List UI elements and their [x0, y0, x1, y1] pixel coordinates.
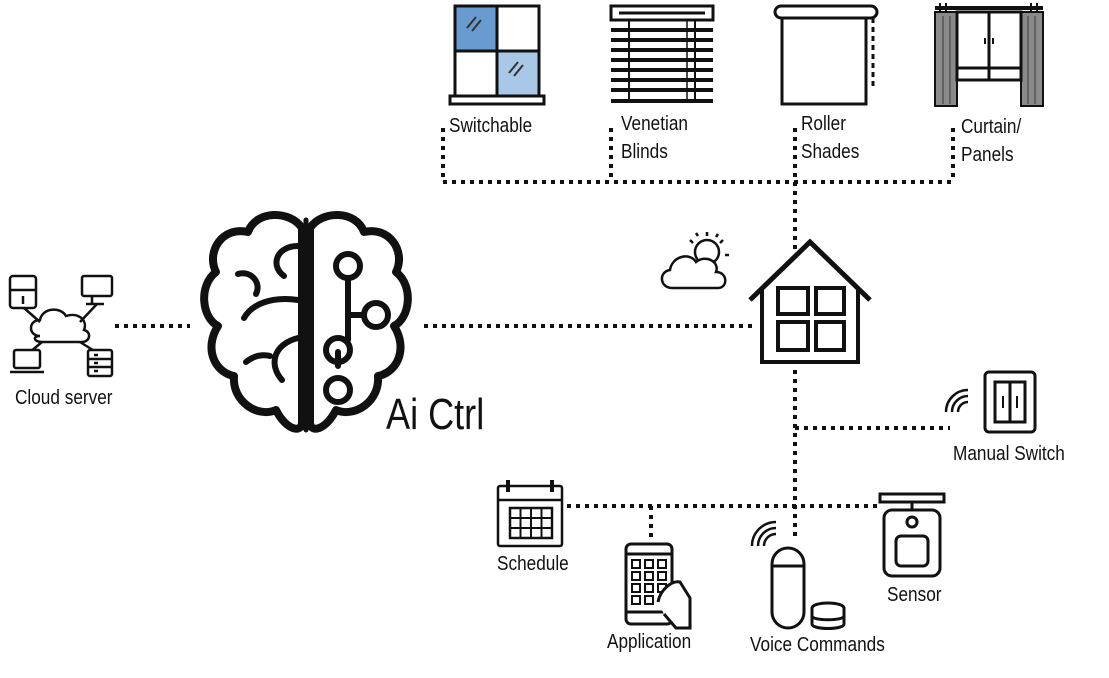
cloud-network-icon	[8, 274, 114, 378]
label-cloud-server: Cloud server	[15, 387, 113, 409]
label-roller-shades: Roller Shades	[801, 113, 860, 163]
switchable-glass-window-icon	[448, 4, 546, 106]
smart-speaker-icon	[750, 520, 846, 630]
connector-lines	[115, 128, 955, 540]
smartphone-app-icon	[624, 542, 692, 630]
label-venetian-blinds: Venetian Blinds	[621, 113, 688, 163]
wall-switch-icon	[944, 370, 1037, 434]
sun-behind-cloud-icon	[660, 232, 729, 290]
diagram-title: Ai Ctrl	[386, 390, 485, 439]
roller-shade-icon	[773, 4, 879, 106]
label-application: Application	[607, 631, 692, 653]
label-schedule: Schedule	[497, 553, 569, 575]
calendar-icon	[496, 480, 564, 548]
label-curtain-panels: Curtain/ Panels	[961, 116, 1022, 166]
curtain-panels-icon	[934, 3, 1044, 107]
venetian-blinds-icon	[609, 4, 715, 103]
motion-sensor-icon	[878, 492, 946, 578]
ai-brain-icon	[200, 211, 412, 433]
label-switchable: Switchable	[449, 115, 533, 137]
label-voice-commands: Voice Commands	[750, 634, 885, 656]
label-manual-switch: Manual Switch	[953, 443, 1065, 465]
house-icon	[748, 238, 872, 364]
label-sensor: Sensor	[887, 584, 942, 606]
